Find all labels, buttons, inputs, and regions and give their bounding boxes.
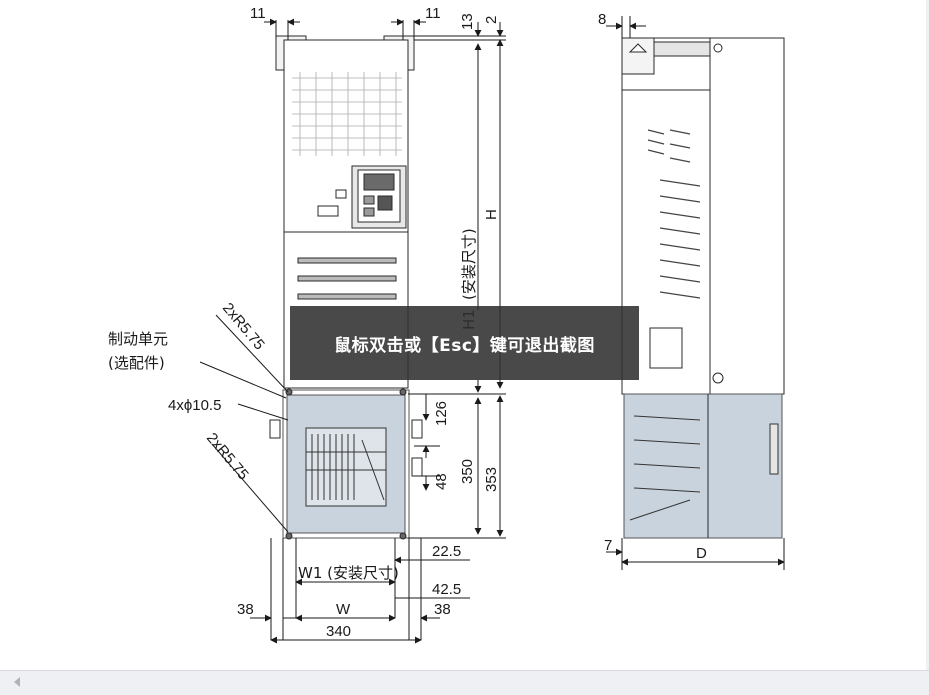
dim-7: 7 (604, 537, 612, 554)
dim-top-left-11: 11 (250, 5, 266, 22)
dim-353: 353 (483, 467, 500, 492)
dim-h: H (483, 209, 500, 220)
dim-340: 340 (326, 623, 351, 640)
dim-top-right-11: 11 (425, 5, 441, 22)
dim-w: W (336, 601, 351, 618)
dim-350: 350 (459, 459, 476, 484)
dim-2: 2 (483, 16, 500, 24)
side-view (621, 37, 785, 539)
radius-bottom: 2xR5.75 (203, 430, 252, 484)
dim-126: 126 (433, 401, 450, 426)
dimension-lines (199, 16, 785, 644)
exit-screenshot-hint: 鼠标双击或【Esc】键可退出截图 (290, 306, 639, 380)
dim-d: D (696, 545, 707, 562)
dim-38-right: 38 (434, 601, 451, 618)
horizontal-scrollbar[interactable] (0, 670, 929, 695)
dim-w1: W1 (安装尺寸) (298, 564, 399, 582)
brake-unit-label: 制动单元 (108, 330, 168, 348)
dim-8: 8 (598, 11, 606, 28)
dim-38-left: 38 (237, 601, 254, 618)
front-view (269, 35, 423, 540)
exit-screenshot-hint-text: 鼠标双击或【Esc】键可退出截图 (334, 335, 595, 356)
chevron-left-icon[interactable] (14, 677, 20, 687)
dim-22-5: 22.5 (432, 543, 461, 560)
vertical-scrollbar-track[interactable] (926, 0, 929, 670)
dim-42-5: 42.5 (432, 581, 461, 598)
dim-48: 48 (433, 473, 450, 490)
holes-label: 4xϕ10.5 (168, 397, 221, 414)
brake-unit-note: (选配件) (108, 354, 165, 372)
dim-h1-note: (安装尺寸) (460, 228, 478, 300)
dim-13: 13 (459, 13, 476, 30)
